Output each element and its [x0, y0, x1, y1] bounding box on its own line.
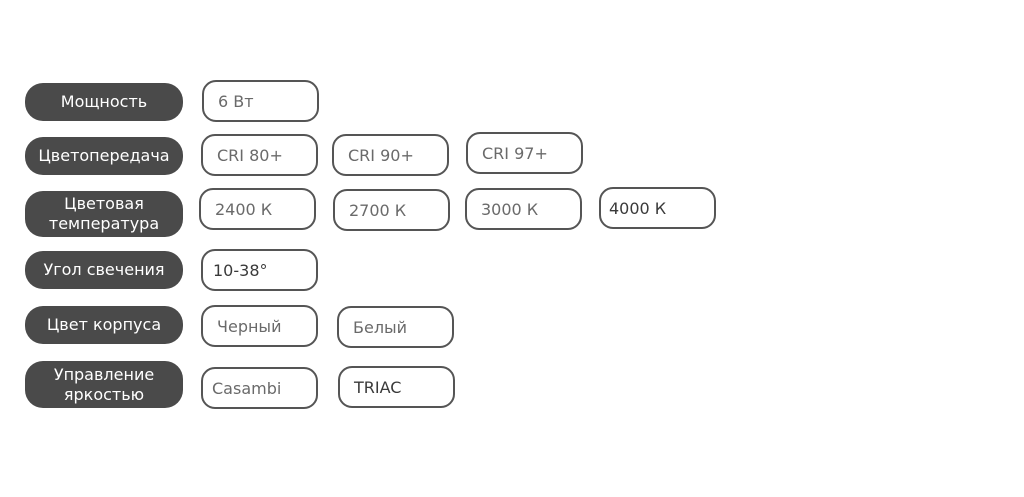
dimming-control-label: Управление яркостью: [25, 361, 183, 408]
power-option-6w[interactable]: 6 Вт: [202, 80, 319, 122]
power-label: Мощность: [25, 83, 183, 121]
temp-2400k-option[interactable]: 2400 К: [199, 188, 316, 230]
cri-80-option[interactable]: CRI 80+: [201, 134, 318, 176]
beam-angle-option[interactable]: 10-38°: [201, 249, 318, 291]
color-rendering-label: Цветопередача: [25, 137, 183, 175]
temp-3000k-option[interactable]: 3000 К: [465, 188, 582, 230]
temp-2700k-option[interactable]: 2700 К: [333, 189, 450, 231]
beam-angle-label: Угол свечения: [25, 251, 183, 289]
housing-white-option[interactable]: Белый: [337, 306, 454, 348]
color-temperature-label: Цветовая температура: [25, 191, 183, 237]
dimming-triac-option[interactable]: TRIAC: [338, 366, 455, 408]
temp-4000k-option[interactable]: 4000 К: [599, 187, 716, 229]
housing-color-label: Цвет корпуса: [25, 306, 183, 344]
dimming-casambi-option[interactable]: Casambi: [201, 367, 318, 409]
housing-black-option[interactable]: Черный: [201, 305, 318, 347]
cri-97-option[interactable]: CRI 97+: [466, 132, 583, 174]
cri-90-option[interactable]: CRI 90+: [332, 134, 449, 176]
